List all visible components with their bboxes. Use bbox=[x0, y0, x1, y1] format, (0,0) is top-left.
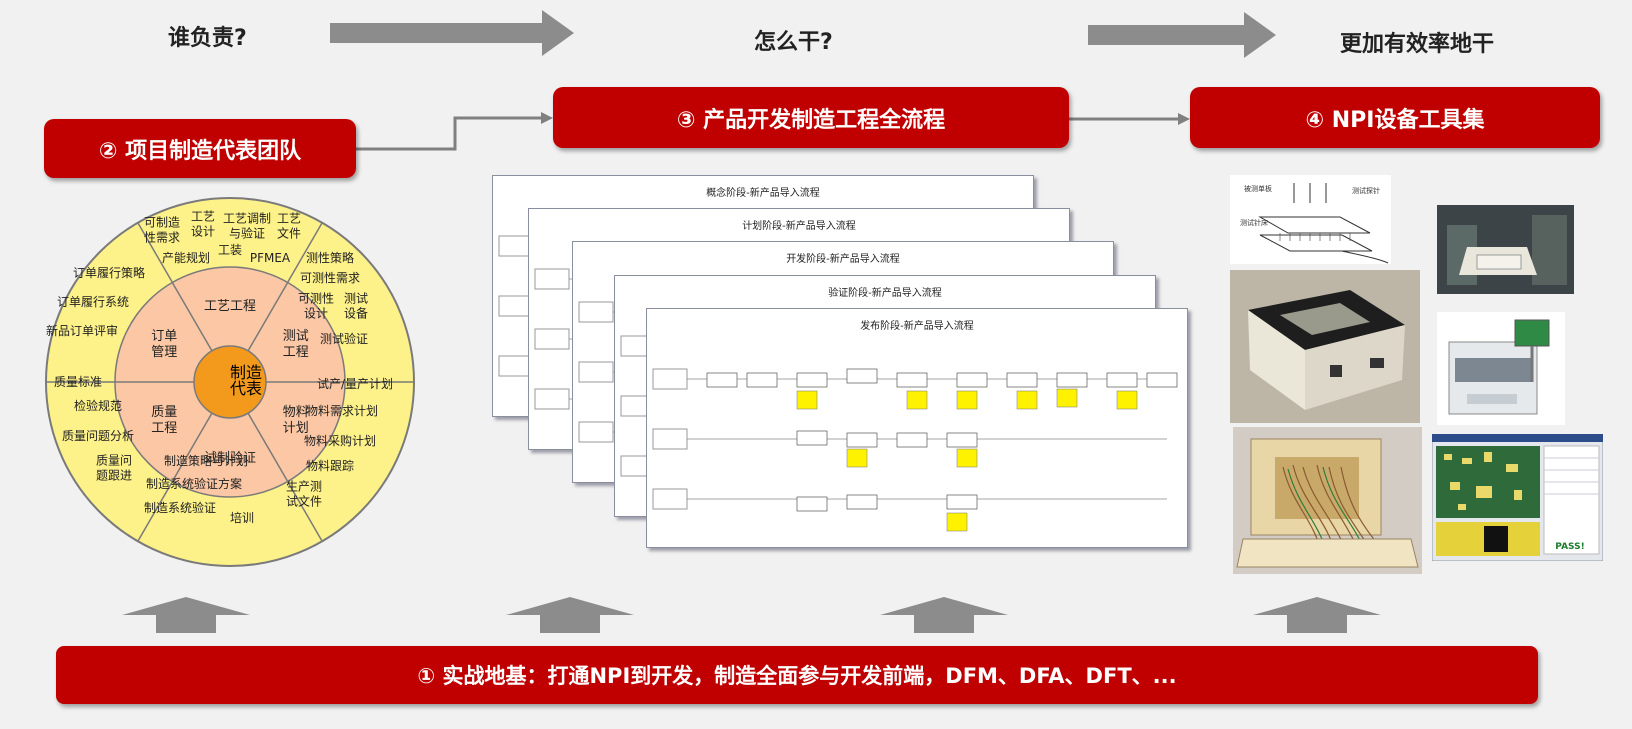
wheel-outer-production-plan: 试产/量产计划 bbox=[317, 376, 393, 391]
wheel-outer-mfg-verify: 制造系统验证 bbox=[144, 500, 216, 515]
wheel-outer-inspection: 检验规范 bbox=[74, 398, 122, 413]
wheel-outer-quality-analysis: 质量问题分析 bbox=[62, 429, 134, 443]
process-sheet-title: 计划阶段-新产品导入流程 bbox=[742, 221, 856, 232]
wheel-outer-material-req: 物料需求计划 bbox=[306, 404, 378, 418]
connector-team-to-process bbox=[355, 112, 553, 151]
wheel-inner-4: 试制验证 bbox=[204, 450, 256, 466]
wheel-outer-quality-tracking: 质量问题跟进 bbox=[96, 454, 132, 483]
wheel-outer-test-verify: 测试验证 bbox=[320, 331, 368, 346]
question-efficient: 更加有效率地干 bbox=[1340, 32, 1495, 57]
connector-process-to-tools bbox=[1068, 113, 1190, 125]
wheel-outer-material-purchase: 物料采购计划 bbox=[304, 433, 376, 448]
wheel-outer-new-order-review: 新品订单评审 bbox=[46, 323, 118, 338]
photo-aoi-screen: PASS! bbox=[1432, 434, 1603, 561]
foundation-banner: ① 实战地基：打通NPI到开发，制造全面参与开发前端，DFM、DFA、DFT、.… bbox=[56, 646, 1538, 704]
wheel-outer-material-track: 物料跟踪 bbox=[306, 459, 354, 473]
fixture-label-board: 被测单板 bbox=[1244, 184, 1272, 193]
question-who: 谁负责? bbox=[168, 26, 247, 51]
up-arrow-4 bbox=[1253, 597, 1381, 633]
aoi-pass-label: PASS! bbox=[1555, 542, 1584, 552]
wheel-outer-prod-test-docs: 生产测试文件 bbox=[286, 480, 322, 509]
fixture-label-probe: 测试探针 bbox=[1352, 186, 1380, 195]
wheel-inner-2: 测试工程 bbox=[283, 329, 309, 360]
top-arrow-1 bbox=[330, 10, 574, 56]
up-arrow-2 bbox=[506, 597, 634, 633]
wheel-outer-order-system: 订单履行系统 bbox=[57, 295, 129, 309]
wheel-outer-test-strategy: 测性策略 bbox=[306, 250, 354, 265]
team-box: ② 项目制造代表团队 bbox=[44, 119, 356, 178]
tools-box: ④ NPI设备工具集 bbox=[1190, 87, 1600, 148]
wheel-outer-process-tuning: 工艺调制与验证 bbox=[223, 212, 271, 241]
wheel-outer-training: 培训 bbox=[230, 510, 254, 525]
photo-test-box bbox=[1230, 270, 1420, 423]
wheel-outer-mfg-strategy: 制造策略与计划 bbox=[164, 453, 248, 468]
fixture-label-bed: 测试针床 bbox=[1240, 218, 1268, 227]
wheel-outer-test-equipment: 测试设备 bbox=[344, 291, 368, 321]
process-sheet-title: 发布阶段-新产品导入流程 bbox=[860, 321, 974, 332]
wheel-outer-testability-req: 可测性需求 bbox=[300, 271, 360, 285]
photo-bed-of-nails bbox=[1233, 427, 1422, 574]
question-how: 怎么干? bbox=[754, 30, 833, 55]
process-sheet-5: 发布阶段-新产品导入流程 bbox=[646, 308, 1188, 548]
wheel-outer-capacity: 产能规划 bbox=[162, 250, 210, 265]
wheel-outer-process-docs: 工艺文件 bbox=[277, 212, 301, 241]
process-box: ③ 产品开发制造工程全流程 bbox=[553, 87, 1069, 148]
wheel-outer-order-strategy: 订单履行策略 bbox=[73, 265, 145, 280]
wheel-outer-pfmea: PFMEA bbox=[250, 251, 291, 265]
wheel-outer-testability-design: 可测性设计 bbox=[298, 292, 334, 321]
wheel-center-label: 制造代表 bbox=[230, 363, 262, 398]
photo-fixture-diagram: 被测单板 测试探针 测试针床 bbox=[1230, 175, 1391, 264]
up-arrow-3 bbox=[880, 597, 1008, 633]
wheel-inner-6: 订单管理 bbox=[151, 329, 177, 360]
photo-aoi-machine bbox=[1437, 312, 1565, 425]
wheel-outer-process-design: 工艺设计 bbox=[191, 210, 215, 239]
photo-test-socket bbox=[1437, 205, 1574, 294]
process-sheet-title: 验证阶段-新产品导入流程 bbox=[828, 288, 942, 299]
wheel-outer-fixture: 工装 bbox=[218, 243, 242, 257]
process-sheet-title: 概念阶段-新产品导入流程 bbox=[706, 188, 820, 199]
wheel-outer-quality-std: 质量标准 bbox=[54, 375, 102, 389]
wheel-outer-mfg-verify-plan: 制造系统验证方案 bbox=[146, 476, 242, 491]
process-sheet-title: 开发阶段-新产品导入流程 bbox=[786, 254, 900, 265]
wheel-outer-process-req: 可制造性需求 bbox=[144, 216, 180, 245]
wheel-inner-3: 物料计划 bbox=[283, 405, 309, 436]
wheel-inner-5: 质量工程 bbox=[151, 405, 177, 436]
up-arrow-1 bbox=[122, 597, 250, 633]
wheel-inner-1: 工艺工程 bbox=[204, 299, 256, 314]
top-arrow-2 bbox=[1088, 12, 1276, 58]
